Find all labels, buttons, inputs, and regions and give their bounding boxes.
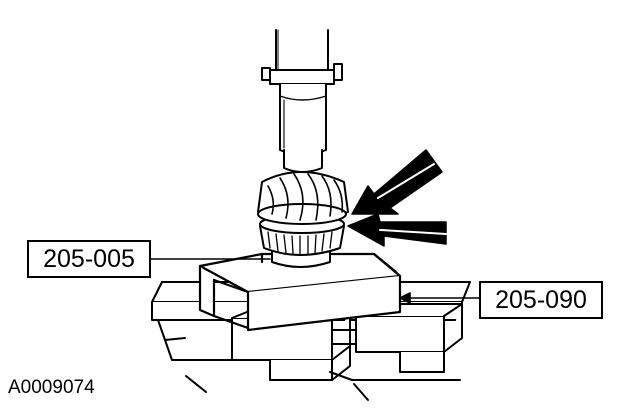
tool-label-205-005: 205-005 <box>27 240 151 278</box>
arrow-lower <box>347 213 447 247</box>
tool-label-205-090: 205-090 <box>479 281 603 319</box>
pinion-gear <box>257 171 349 225</box>
figure-reference-id: A0009074 <box>8 377 95 398</box>
support-fixture <box>198 252 402 332</box>
force-arrows <box>347 149 447 247</box>
press-ram <box>261 29 343 173</box>
leader-lines <box>150 258 480 304</box>
arrow-upper <box>351 149 443 215</box>
